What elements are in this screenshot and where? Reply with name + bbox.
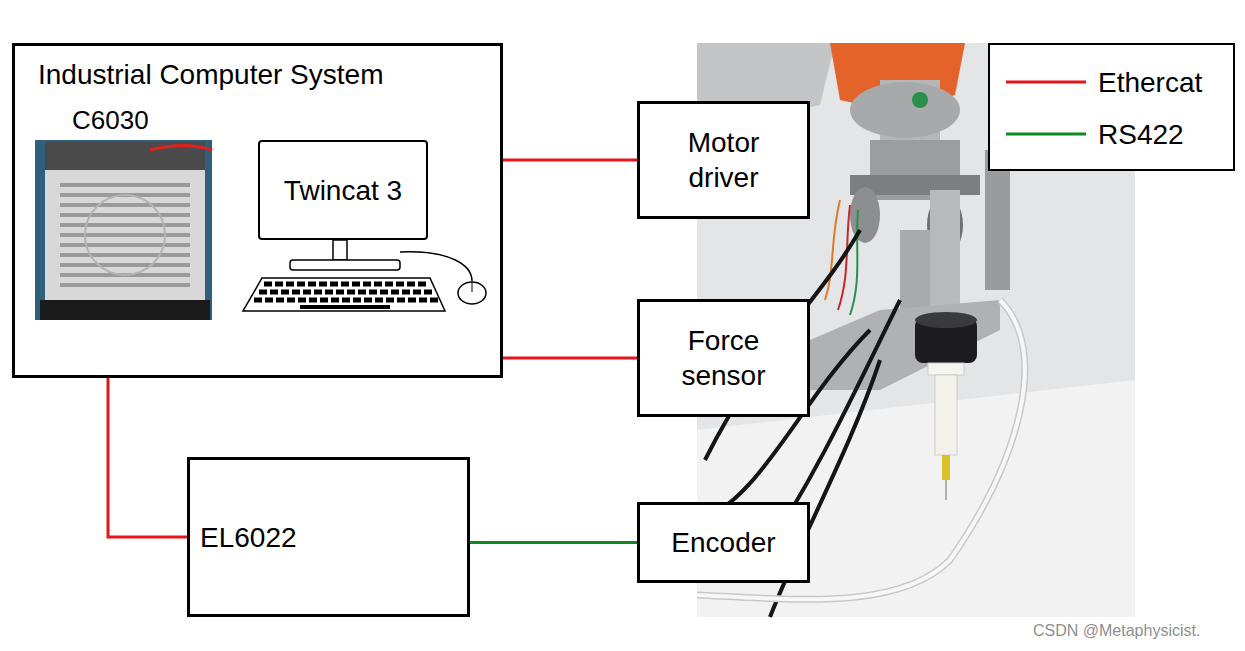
legend-line-sample [1004,77,1088,87]
computer-drawing-part [300,305,390,309]
system-box: Industrial Computer SystemTwincat 3 [12,43,503,378]
c6030-photo-part-part [60,213,190,217]
node-label: Force sensor [659,323,789,393]
process-box: Motor driver [637,101,810,219]
ethercat-link [503,357,637,360]
process-box: Encoder [637,502,810,583]
computer-drawing-part [290,260,400,270]
computer-drawing-part-part [259,290,433,295]
node-label: Twincat 3 [284,173,402,208]
process-box: Force sensor [637,299,810,417]
c6030-photo-part-part [60,203,190,207]
computer-drawing-part [243,278,445,311]
legend-box: EthercatRS422 [988,43,1235,171]
robot-photo-part [985,150,1010,290]
robot-photo-part [825,200,840,300]
c6030-photo-part [85,195,165,275]
legend-text: Ethercat [1098,65,1202,100]
legend-line-sample [1004,129,1088,139]
legend-line [1006,81,1086,84]
group-title: Industrial Computer System [38,57,500,92]
computer-drawing-part [472,282,473,292]
ethercat-link [108,378,187,537]
node-label: Motor driver [659,125,789,195]
computer-drawing-part [333,240,347,260]
robot-photo-part [850,187,880,243]
robot-photo-part [942,455,950,480]
c6030-photo-part [45,170,205,300]
robot-photo-part [810,300,1000,390]
ethercat-link [503,159,637,162]
c6030-photo-part-part [60,223,190,227]
robot-photo-part [850,82,960,138]
rs422-link [470,541,637,544]
c6030-photo-part [60,185,190,285]
c6030-photo [35,140,212,320]
c6030-photo-part-part [60,283,190,287]
c6030-photo-part-part [60,243,190,247]
robot-photo-part [930,190,960,320]
c6030-photo-part [40,300,210,320]
legend-row: RS422 [1004,111,1233,157]
computer-drawing-part-part [254,298,438,303]
robot-photo-part [945,480,947,500]
computer-drawing-part-part [264,282,428,287]
robot-photo-part [935,375,957,455]
computer-drawing [243,240,486,311]
c6030-photo-part-part [60,263,190,267]
robot-photo-part [850,210,858,315]
c6030-photo-part-part [60,253,190,257]
node-label: Encoder [671,525,775,560]
computer-drawing-part [400,252,472,281]
module-box: EL6022 [187,457,470,617]
watermark: CSDN @Metaphysicist. [1033,622,1200,640]
c6030-photo-part [35,140,212,320]
legend-text: RS422 [1098,117,1184,152]
monitor-screen: Twincat 3 [258,140,428,240]
computer-drawing-part [254,284,438,300]
robot-photo-part [928,363,964,375]
device-name: C6030 [72,105,149,136]
c6030-photo-part-part [60,183,190,187]
c6030-photo-part [150,145,212,150]
robot-photo-part [912,92,928,108]
node-label: EL6022 [200,520,297,555]
robot-photo-part [915,312,977,328]
computer-drawing-part [458,282,486,304]
c6030-photo-part-part [60,233,190,237]
legend-line [1006,133,1086,136]
legend-row: Ethercat [1004,59,1233,105]
